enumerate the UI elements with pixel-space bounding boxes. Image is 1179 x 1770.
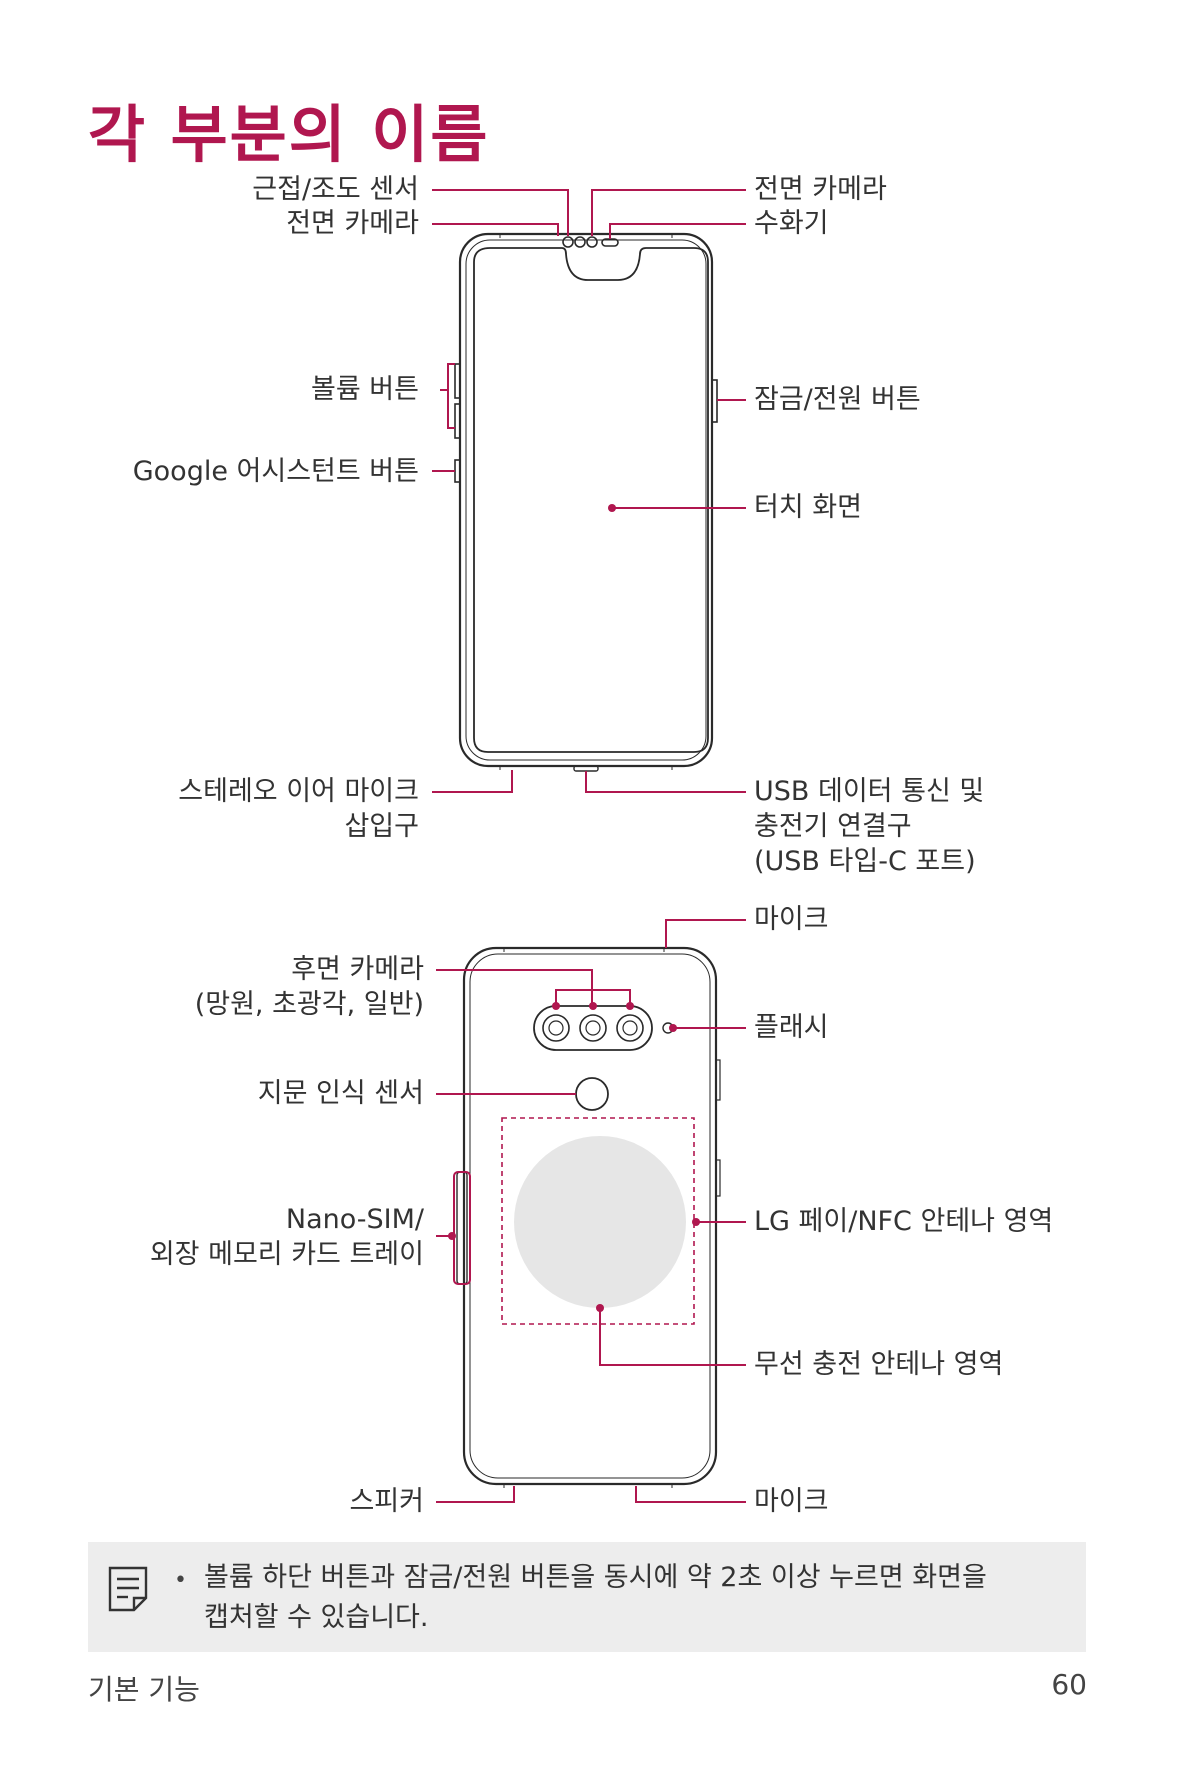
- label-sim-tray: Nano-SIM/ 외장 메모리 카드 트레이: [150, 1202, 424, 1272]
- page-number: 60: [1051, 1668, 1087, 1701]
- label-power-button: 잠금/전원 버튼: [754, 384, 921, 415]
- front-leader-dots: [608, 504, 616, 512]
- page-title: 각 부분의 이름: [88, 98, 490, 171]
- label-sim-line2: 외장 메모리 카드 트레이: [149, 1239, 424, 1270]
- label-usb-line1: USB 데이터 통신 및: [754, 776, 985, 807]
- label-usb-line3: (USB 타입-C 포트): [754, 846, 976, 877]
- front-leaders: [432, 189, 746, 793]
- wireless-charging-area: [514, 1136, 686, 1308]
- nfc-antenna-area: [501, 1117, 695, 1325]
- label-rear-camera: 후면 카메라 (망원, 초광각, 일반): [195, 952, 424, 1022]
- label-earphone-jack-line1: 스테레오 이어 마이크: [178, 776, 419, 807]
- label-usb-line2: 충전기 연결구: [754, 811, 912, 842]
- label-front-camera-right: 전면 카메라: [754, 174, 887, 205]
- note-text-line1: 볼륨 하단 버튼과 잠금/전원 버튼을 동시에 약 2초 이상 누르면 화면을: [204, 1562, 987, 1593]
- label-sim-line1: Nano-SIM/: [285, 1204, 424, 1235]
- back-leader-dots: [448, 1002, 700, 1312]
- label-earpiece: 수화기: [754, 208, 829, 239]
- label-volume-buttons: 볼륨 버튼: [311, 374, 419, 405]
- label-bottom-mic: 마이크: [754, 1486, 829, 1517]
- label-usb-port: USB 데이터 통신 및 충전기 연결구 (USB 타입-C 포트): [754, 774, 984, 879]
- label-speaker: 스피커: [349, 1486, 424, 1517]
- note-text: 볼륨 하단 버튼과 잠금/전원 버튼을 동시에 약 2초 이상 누르면 화면을 …: [204, 1558, 1064, 1638]
- label-google-assistant-button: Google 어시스턴트 버튼: [132, 456, 419, 487]
- label-earphone-jack: 스테레오 이어 마이크 삽입구: [178, 774, 419, 844]
- front-phone: [454, 232, 718, 772]
- label-rear-camera-line1: 후면 카메라: [291, 954, 424, 985]
- note-bullet: •: [174, 1568, 187, 1593]
- label-fingerprint: 지문 인식 센서: [257, 1078, 424, 1109]
- device-diagram: [432, 189, 746, 1503]
- note-icon: [108, 1566, 148, 1612]
- label-flash: 플래시: [754, 1012, 829, 1043]
- label-top-mic: 마이크: [754, 904, 829, 935]
- label-rear-camera-line2: (망원, 초광각, 일반): [194, 989, 424, 1020]
- label-earphone-jack-line2: 삽입구: [344, 811, 419, 842]
- footer-section: 기본 기능: [88, 1673, 200, 1706]
- tip-note: • 볼륨 하단 버튼과 잠금/전원 버튼을 동시에 약 2초 이상 누르면 화면…: [88, 1542, 1086, 1652]
- label-front-camera-left: 전면 카메라: [286, 208, 419, 239]
- label-proximity-sensor: 근접/조도 센서: [252, 174, 419, 205]
- label-nfc-area: LG 페이/NFC 안테나 영역: [754, 1206, 1054, 1237]
- note-text-line2: 캡처할 수 있습니다.: [204, 1602, 429, 1633]
- label-wireless-charging: 무선 충전 안테나 영역: [754, 1349, 1004, 1380]
- label-touch-screen: 터치 화면: [754, 492, 862, 523]
